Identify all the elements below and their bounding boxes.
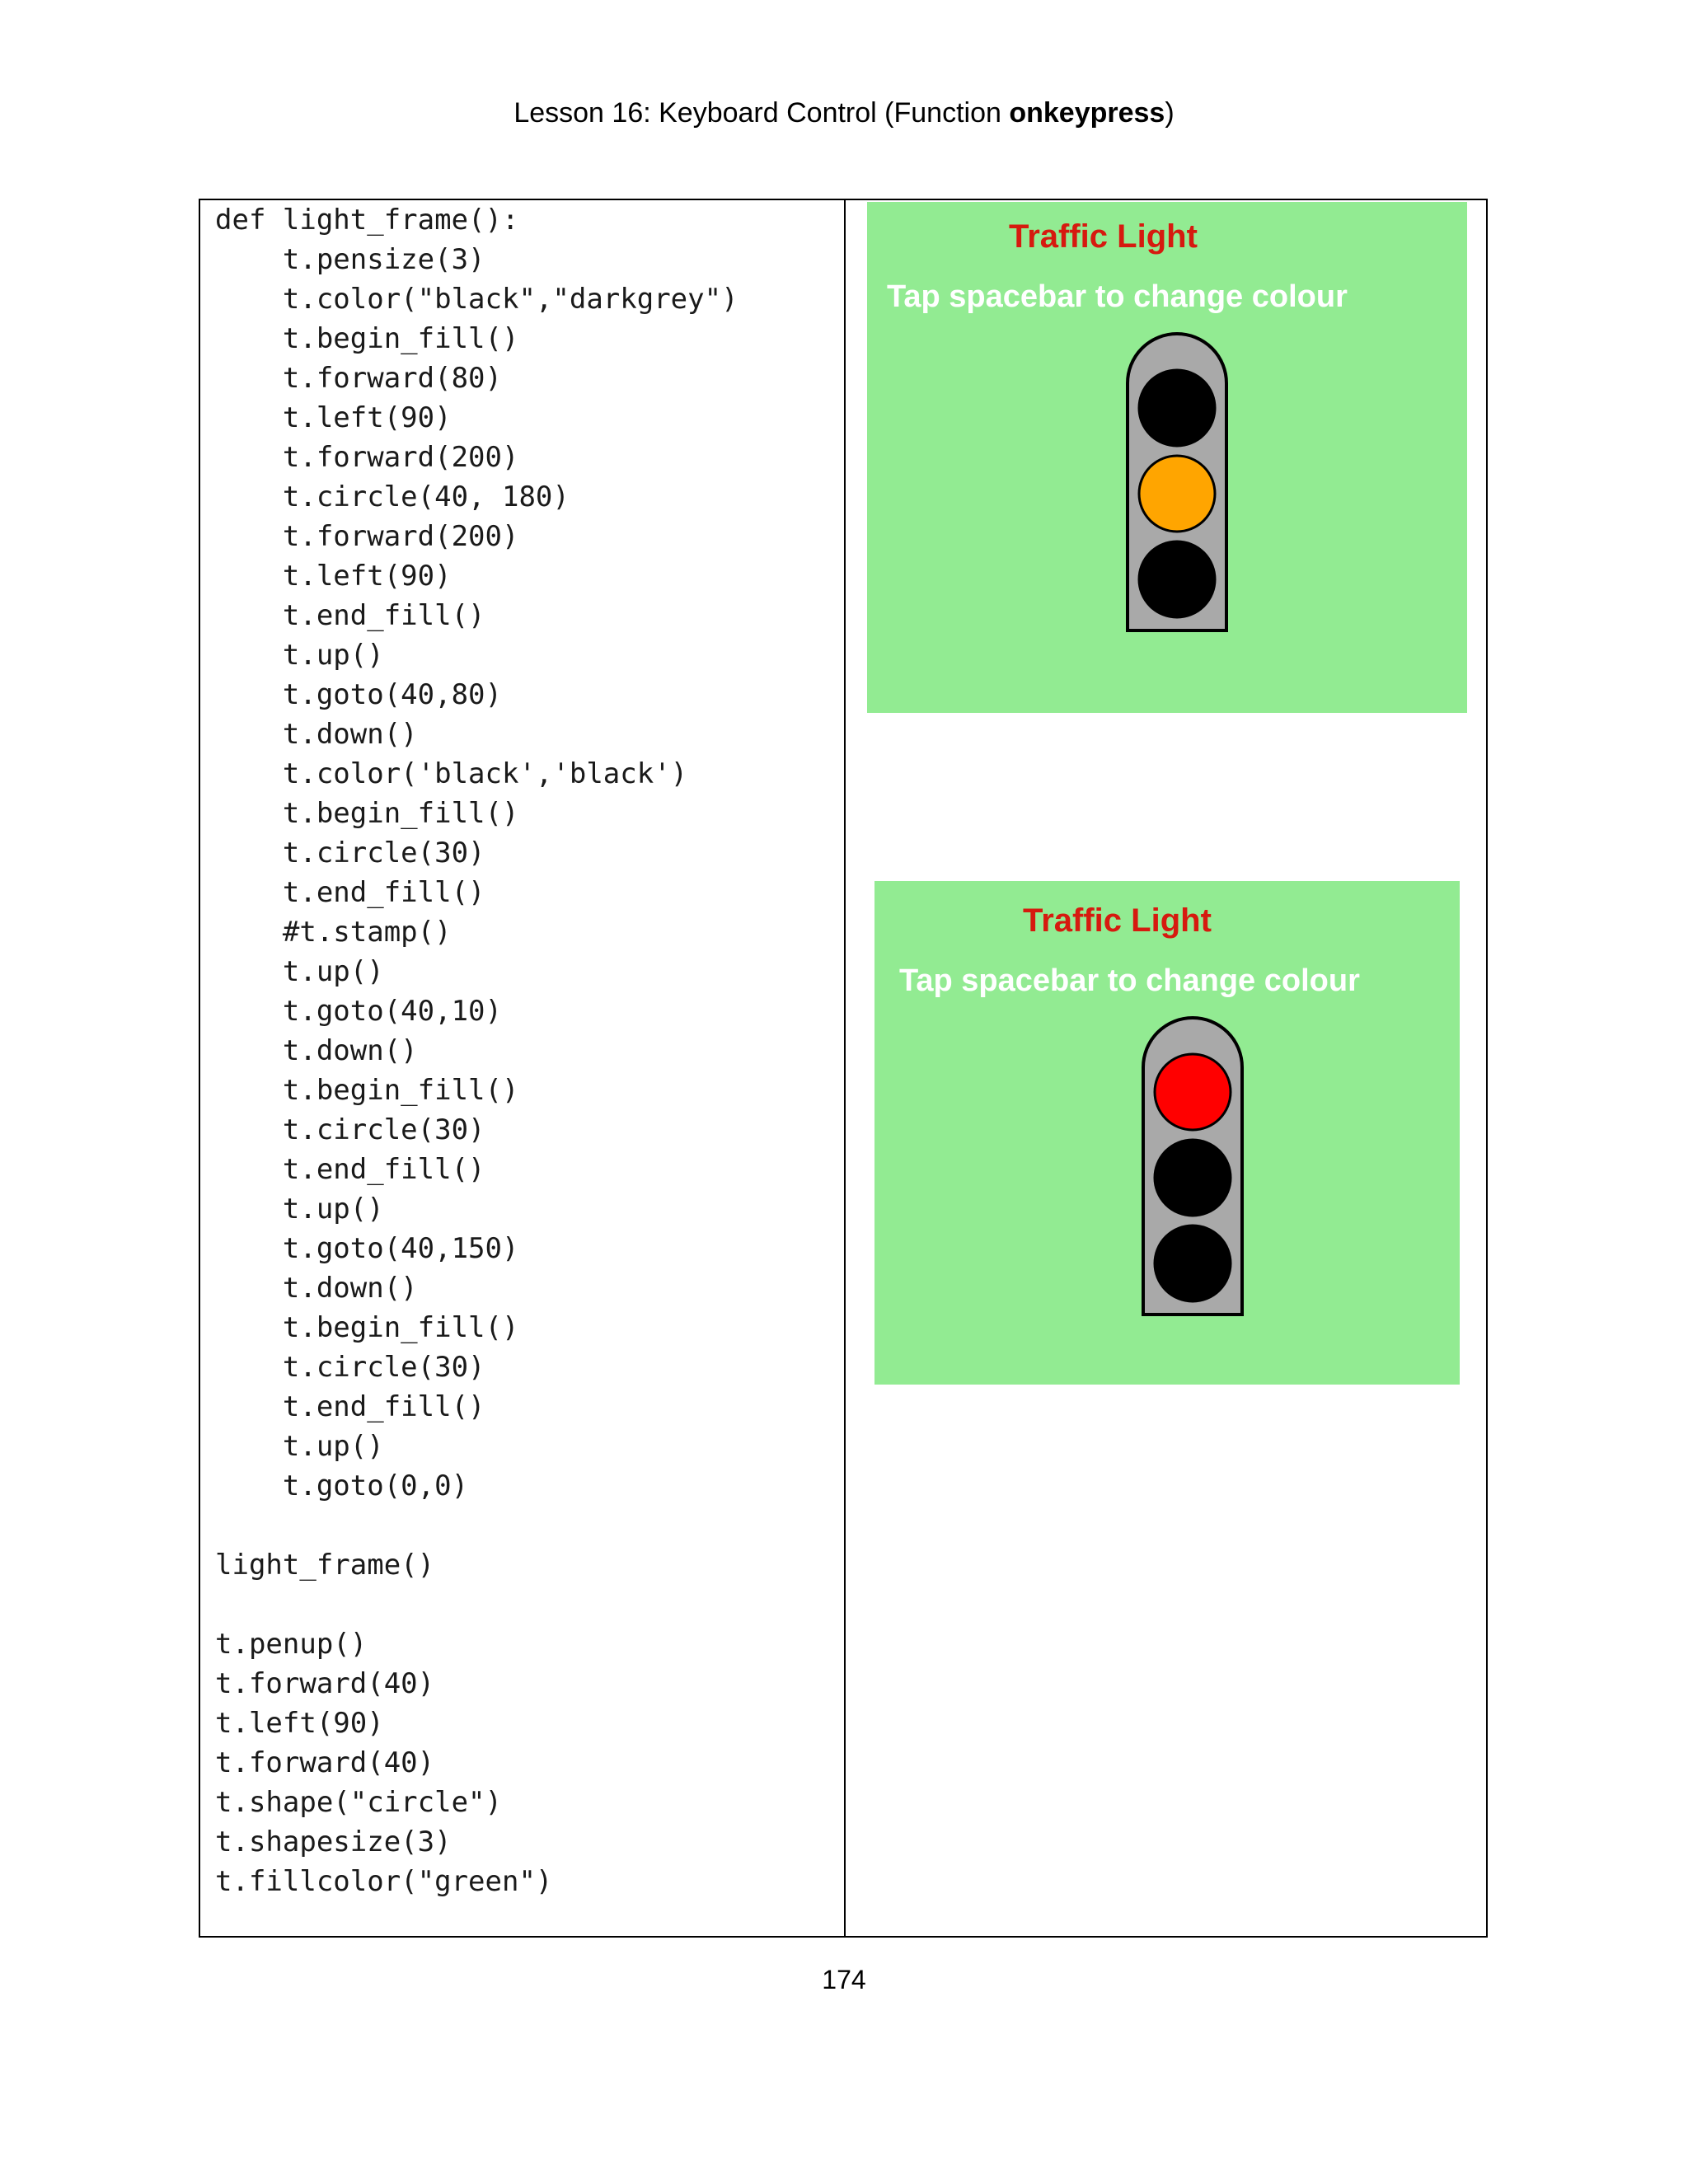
code-line: t.goto(0,0) xyxy=(215,1469,469,1502)
light-lamp-bottom xyxy=(1137,540,1217,619)
code-line: t.up() xyxy=(215,955,384,988)
code-line: t.goto(40,10) xyxy=(215,995,502,1028)
code-line: t.begin_fill() xyxy=(215,1074,519,1107)
code-line: t.forward(200) xyxy=(215,520,519,553)
page-title-function-name: onkeypress xyxy=(1009,97,1165,129)
code-line: t.circle(40, 180) xyxy=(215,480,570,513)
code-line: t.down() xyxy=(215,718,418,751)
code-line: light_frame() xyxy=(215,1549,435,1582)
code-line: def light_frame(): xyxy=(215,204,519,237)
code-line: t.end_fill() xyxy=(215,1153,485,1186)
page-title-suffix: ) xyxy=(1165,97,1175,129)
code-line: t.circle(30) xyxy=(215,837,485,869)
code-line: t.up() xyxy=(215,1430,384,1463)
traffic-light-icon xyxy=(1126,332,1228,632)
code-line: #t.stamp() xyxy=(215,916,452,949)
screenshot-column: Traffic Light Tap spacebar to change col… xyxy=(846,200,1486,1936)
code-line: t.down() xyxy=(215,1272,418,1305)
code-line: t.up() xyxy=(215,1193,384,1226)
code-line: t.circle(30) xyxy=(215,1351,485,1384)
screen-subtitle: Tap spacebar to change colour xyxy=(899,963,1360,998)
screen-title: Traffic Light xyxy=(1009,218,1198,255)
code-line: t.forward(80) xyxy=(215,362,502,395)
traffic-light-screenshot-red: Traffic Light Tap spacebar to change col… xyxy=(874,881,1460,1385)
code-line: t.left(90) xyxy=(215,560,452,593)
code-line: t.color("black","darkgrey") xyxy=(215,283,738,316)
code-line: t.penup() xyxy=(215,1628,368,1661)
code-line: t.end_fill() xyxy=(215,599,485,632)
light-lamp-middle xyxy=(1153,1138,1232,1217)
column-divider xyxy=(844,200,846,1936)
code-line: t.up() xyxy=(215,639,384,672)
code-line: t.goto(40,150) xyxy=(215,1232,519,1265)
code-line: t.end_fill() xyxy=(215,876,485,909)
code-line: t.forward(40) xyxy=(215,1746,435,1779)
code-line xyxy=(215,1585,842,1624)
code-line: t.goto(40,80) xyxy=(215,678,502,711)
traffic-light-icon xyxy=(1142,1016,1244,1316)
code-line: t.circle(30) xyxy=(215,1113,485,1146)
code-line: t.end_fill() xyxy=(215,1390,485,1423)
page-title-prefix: Lesson 16: Keyboard Control (Function xyxy=(513,97,1010,129)
screen-title: Traffic Light xyxy=(1023,902,1212,939)
code-line: t.left(90) xyxy=(215,1707,384,1740)
code-line xyxy=(215,1506,842,1545)
code-line: t.fillcolor("green") xyxy=(215,1865,553,1898)
code-line: t.left(90) xyxy=(215,401,452,434)
code-line: t.shapesize(3) xyxy=(215,1825,452,1858)
light-lamp-top xyxy=(1137,368,1217,448)
screen-subtitle: Tap spacebar to change colour xyxy=(887,279,1348,314)
code-line: t.forward(200) xyxy=(215,441,519,474)
traffic-light-screenshot-amber: Traffic Light Tap spacebar to change col… xyxy=(867,202,1467,713)
code-line: t.shape("circle") xyxy=(215,1786,502,1819)
code-line: t.color('black','black') xyxy=(215,757,688,790)
page-title: Lesson 16: Keyboard Control (Function on… xyxy=(0,97,1688,129)
code-line: t.begin_fill() xyxy=(215,1311,519,1344)
code-line: t.begin_fill() xyxy=(215,797,519,830)
code-line: t.begin_fill() xyxy=(215,322,519,355)
light-lamp-top xyxy=(1153,1052,1232,1132)
code-listing: def light_frame(): t.pensize(3) t.color(… xyxy=(215,200,842,1901)
code-line: t.forward(40) xyxy=(215,1667,435,1700)
light-lamp-bottom xyxy=(1153,1224,1232,1303)
code-line: t.pensize(3) xyxy=(215,243,485,276)
lesson-table: def light_frame(): t.pensize(3) t.color(… xyxy=(199,199,1488,1938)
light-lamp-middle xyxy=(1137,454,1217,533)
code-line: t.down() xyxy=(215,1034,418,1067)
page-number: 174 xyxy=(822,1965,866,1994)
